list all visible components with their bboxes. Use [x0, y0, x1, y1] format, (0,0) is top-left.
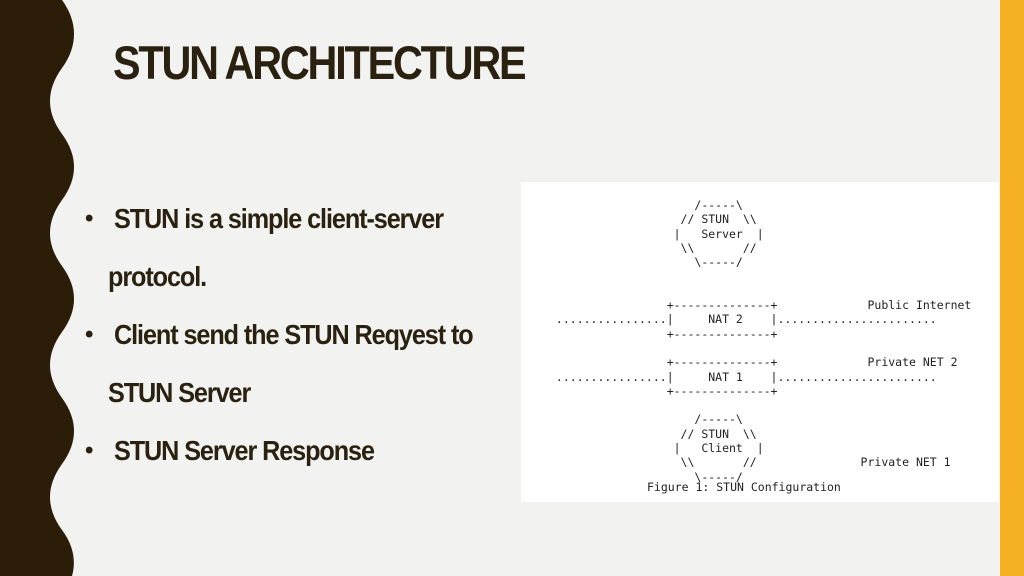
wavy-left-border: [0, 0, 74, 576]
bullet-marker: •: [85, 205, 93, 232]
bullet-text: STUN is a simple client-server: [114, 203, 444, 234]
figure-caption: Figure 1: STUN Configuration: [647, 480, 841, 494]
stun-diagram-figure: /-----\ // STUN \\ | Server | \\ // \---…: [521, 182, 999, 502]
bullet-text: protocol.: [108, 261, 207, 292]
accent-stripe: [1000, 0, 1024, 576]
bullet-continuation: protocol.: [85, 248, 525, 306]
bullet-marker: •: [85, 321, 93, 348]
bullet-text: STUN Server Response: [114, 435, 375, 466]
bullet-list: • STUN is a simple client-server protoco…: [85, 190, 525, 480]
slide-title: STUN ARCHITECTURE: [113, 36, 527, 89]
bullet-continuation: STUN Server: [85, 364, 525, 422]
stun-ascii-diagram: /-----\ // STUN \\ | Server | \\ // \---…: [555, 198, 972, 484]
bullet-item: • STUN is a simple client-server: [85, 190, 525, 248]
bullet-item: • STUN Server Response: [85, 422, 525, 480]
bullet-text: Client send the STUN Reqyest to: [114, 319, 474, 350]
bullet-text: STUN Server: [108, 377, 251, 408]
bullet-item: • Client send the STUN Reqyest to: [85, 306, 525, 364]
bullet-marker: •: [85, 437, 93, 464]
